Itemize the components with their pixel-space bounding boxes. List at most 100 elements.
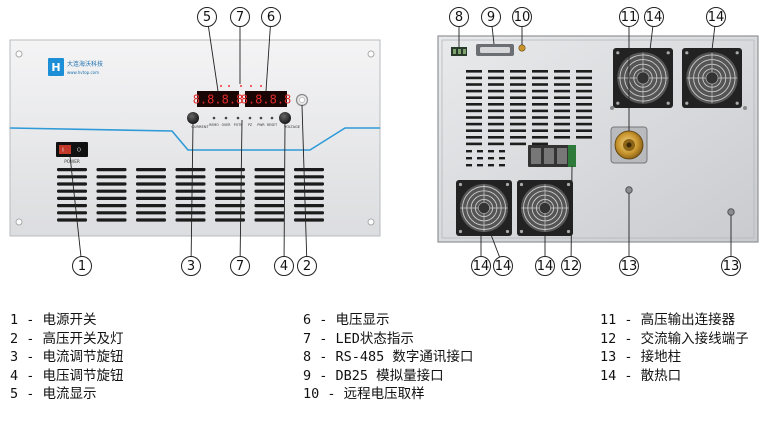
legend-item: 3 - 电流调节旋钮 bbox=[10, 349, 124, 366]
cooling-fan bbox=[456, 180, 512, 236]
cooling-fan bbox=[682, 48, 742, 108]
callout-marker: 12 bbox=[561, 256, 581, 276]
led-label: RESET bbox=[267, 123, 277, 127]
voltage-display: 8.8.8.8 bbox=[241, 91, 292, 107]
legend-item: 13 - 接地柱 bbox=[600, 349, 682, 366]
callout-marker: 14 bbox=[644, 7, 664, 27]
legend-item: 4 - 电压调节旋钮 bbox=[10, 367, 124, 384]
legend-item: 14 - 散热口 bbox=[600, 367, 682, 384]
front-vent-grille bbox=[57, 168, 324, 222]
led-indicator: PZ bbox=[248, 116, 253, 127]
legend-item: 7 - LED状态指示 bbox=[303, 330, 414, 347]
legend-item: 9 - DB25 模拟量接口 bbox=[303, 367, 444, 384]
blue-accent-line bbox=[9, 127, 380, 151]
led-label: OVER bbox=[222, 123, 232, 127]
cooling-fan bbox=[613, 48, 673, 108]
callout-marker: 14 bbox=[471, 256, 491, 276]
ac-input-terminal[interactable] bbox=[528, 145, 576, 167]
voltage-knob[interactable]: VOLTAGE bbox=[279, 112, 301, 129]
led-indicator: OVER bbox=[222, 116, 232, 127]
callout-number: 13 bbox=[621, 259, 638, 274]
callout-marker: 10 bbox=[512, 7, 532, 27]
hv-switch-lamp[interactable] bbox=[295, 93, 309, 107]
led-label: POTS bbox=[234, 123, 242, 127]
legend-item: 12 - 交流输入接线端子 bbox=[600, 330, 749, 347]
callout-marker: 14 bbox=[493, 256, 513, 276]
callout-marker: 14 bbox=[535, 256, 555, 276]
svg-text:H: H bbox=[51, 61, 60, 74]
callout-marker: 14 bbox=[706, 7, 726, 27]
callout-number: 13 bbox=[723, 259, 740, 274]
callout-marker: 11 bbox=[619, 7, 639, 27]
voltage-knob-label: VOLTAGE bbox=[284, 125, 301, 129]
current-knob-label: CURRENT bbox=[191, 125, 209, 129]
callout-number: 6 bbox=[267, 10, 275, 25]
callout-number: 1 bbox=[78, 259, 86, 274]
callout-number: 11 bbox=[621, 10, 638, 25]
callout-marker: 7 bbox=[230, 7, 250, 27]
callout-number: 2 bbox=[303, 259, 311, 274]
brand-url: www.hvtop.com bbox=[67, 70, 99, 75]
callout-marker: 13 bbox=[721, 256, 741, 276]
legend-item: 8 - RS-485 数字通讯接口 bbox=[303, 349, 474, 366]
led-label: PWR bbox=[257, 123, 265, 127]
callout-number: 14 bbox=[646, 10, 663, 25]
current-display: 8.8.8.8 bbox=[193, 91, 244, 107]
led-indicator: REMO bbox=[209, 116, 219, 127]
callout-number: 4 bbox=[280, 259, 288, 274]
display-indicator-dots bbox=[220, 85, 262, 87]
callout-number: 14 bbox=[473, 259, 490, 274]
led-indicator: RESET bbox=[267, 116, 277, 127]
callout-marker: 8 bbox=[449, 7, 469, 27]
legend-item: 6 - 电压显示 bbox=[303, 312, 390, 328]
rs485-port[interactable] bbox=[451, 47, 467, 56]
legend-item: 2 - 高压开关及灯 bbox=[10, 330, 124, 347]
svg-text:O: O bbox=[77, 148, 81, 154]
callout-marker: 3 bbox=[181, 256, 201, 276]
callout-number: 14 bbox=[708, 10, 725, 25]
callout-number: 8 bbox=[455, 10, 463, 25]
remote-sense-terminal[interactable] bbox=[518, 44, 526, 52]
front-panel bbox=[9, 39, 381, 237]
callout-marker: 1 bbox=[72, 256, 92, 276]
callout-number: 7 bbox=[236, 259, 244, 274]
callout-marker: 7 bbox=[230, 256, 250, 276]
callout-marker: 5 bbox=[197, 7, 217, 27]
ground-post[interactable] bbox=[625, 186, 633, 194]
power-label: POWER bbox=[64, 159, 80, 164]
db25-port[interactable] bbox=[476, 44, 514, 56]
ground-post[interactable] bbox=[727, 208, 735, 216]
callout-number: 9 bbox=[487, 10, 495, 25]
callout-number: 12 bbox=[563, 259, 580, 274]
callout-marker: 4 bbox=[274, 256, 294, 276]
svg-text:8.8.8.8: 8.8.8.8 bbox=[193, 93, 244, 107]
callout-marker: 6 bbox=[261, 7, 281, 27]
led-indicator: POTS bbox=[234, 116, 242, 127]
brand-logo: H 大连海沃科技 www.hvtop.com bbox=[48, 58, 103, 76]
power-switch[interactable]: I O POWER bbox=[56, 142, 88, 164]
legend-item: 5 - 电流显示 bbox=[10, 386, 97, 403]
led-label: REMO bbox=[209, 123, 219, 127]
rear-vent-grille bbox=[466, 70, 592, 167]
legend-item: 10 - 远程电压取样 bbox=[303, 386, 425, 403]
led-indicator: PWR bbox=[257, 116, 265, 127]
callout-number: 7 bbox=[236, 10, 244, 25]
legend-item: 11 - 高压输出连接器 bbox=[600, 312, 736, 328]
callout-marker: 2 bbox=[297, 256, 317, 276]
hv-output-connector[interactable] bbox=[610, 126, 648, 164]
cooling-fan bbox=[517, 180, 573, 236]
callout-number: 10 bbox=[514, 10, 531, 25]
cooling-fans bbox=[456, 48, 742, 236]
callout-number: 5 bbox=[203, 10, 211, 25]
callout-number: 14 bbox=[495, 259, 512, 274]
current-knob[interactable]: CURRENT bbox=[187, 112, 209, 129]
led-label: PZ bbox=[248, 123, 253, 127]
svg-text:8.8.8.8: 8.8.8.8 bbox=[241, 93, 292, 107]
svg-text:I: I bbox=[62, 148, 63, 154]
